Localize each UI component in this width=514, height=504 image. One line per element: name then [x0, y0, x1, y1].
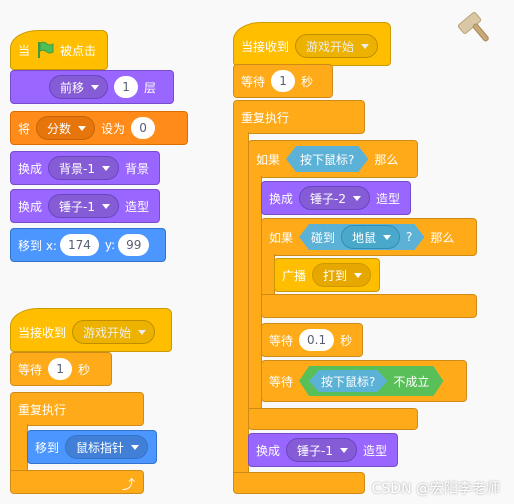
broadcast-dropdown[interactable]: 打到: [312, 263, 372, 287]
wait2-label: 等待: [269, 333, 294, 348]
when-receive-block-2[interactable]: 当接收到 游戏开始: [10, 308, 172, 352]
go-to-label-2: 移到: [35, 440, 60, 455]
switch-backdrop-block[interactable]: 换成 背景-1 背景: [10, 151, 160, 185]
if-label-1: 如果: [256, 152, 281, 167]
layer-label: 层: [144, 80, 157, 95]
set-variable-block[interactable]: 将 分数 设为 0: [10, 111, 188, 145]
y-input[interactable]: 99: [118, 234, 150, 256]
switch-costume-1-block[interactable]: 换成 锤子-1 造型: [248, 433, 398, 467]
then-label-1: 那么: [374, 152, 399, 167]
switch-backdrop-label: 换成: [18, 161, 43, 176]
message-dropdown-2[interactable]: 游戏开始: [72, 320, 156, 344]
forever-block-2[interactable]: 重复执行: [10, 392, 144, 426]
sec-label-3: 秒: [301, 74, 314, 89]
forever-label-3: 重复执行: [241, 110, 290, 125]
when-flag-clicked-block[interactable]: 当 被点击: [10, 30, 108, 70]
y-label: y:: [104, 238, 116, 252]
watermark: CSDN @宏阳李老师: [371, 481, 500, 497]
mouse-down-condition[interactable]: 按下鼠标?: [286, 146, 368, 172]
green-flag-icon: [38, 41, 54, 58]
set-label: 将: [18, 121, 31, 136]
go-to-target-block[interactable]: 移到 鼠标指针: [27, 430, 157, 464]
switch2-label: 换成: [256, 443, 281, 458]
sec-label-2: 秒: [78, 362, 91, 377]
clicked-label: 被点击: [60, 43, 97, 58]
if-label-2: 如果: [269, 230, 294, 245]
costume2-dropdown[interactable]: 锤子-2: [299, 186, 370, 210]
wait-input-3[interactable]: 1: [271, 70, 296, 92]
if-block-2[interactable]: 如果 碰到 地鼠 ? 那么: [261, 218, 477, 256]
wait-until-label: 等待: [269, 374, 294, 389]
when-receive-block-3[interactable]: 当接收到 游戏开始: [233, 22, 391, 66]
wait-until-block[interactable]: 等待 按下鼠标? 不成立: [261, 360, 467, 402]
if-bottom-2: [261, 294, 477, 318]
go-forward-layer-block[interactable]: 前移 1 层: [10, 70, 174, 104]
backdrop-dropdown[interactable]: 背景-1: [48, 156, 119, 180]
when-label: 当: [18, 43, 31, 58]
touching-condition[interactable]: 碰到 地鼠 ?: [299, 224, 424, 250]
hammer-icon[interactable]: [456, 6, 496, 46]
broadcast-label: 广播: [282, 268, 307, 283]
costume-suffix-3: 造型: [375, 191, 400, 206]
wait2-input[interactable]: 0.1: [299, 329, 335, 351]
touch-target-dropdown[interactable]: 地鼠: [341, 225, 400, 249]
set-value-input[interactable]: 0: [131, 117, 156, 139]
forever-arm-2: [10, 424, 28, 474]
then-label-2: 那么: [430, 230, 455, 245]
costume1-dropdown[interactable]: 锤子-1: [286, 438, 357, 462]
message-dropdown-3[interactable]: 游戏开始: [295, 34, 379, 58]
switch-costume-2-block[interactable]: 换成 锤子-2 造型: [261, 181, 411, 215]
forever-bottom-2: ⤴: [10, 470, 144, 494]
wait-block-2[interactable]: 等待 1 秒: [10, 352, 112, 386]
switch-costume-label: 换成: [18, 199, 43, 214]
costume-suffix: 造型: [124, 199, 149, 214]
go-to-xy-block[interactable]: 移到 x: 174 y: 99: [10, 228, 166, 262]
if-arm-1: [248, 176, 262, 426]
receive-label-3: 当接收到: [241, 39, 290, 54]
x-input[interactable]: 174: [59, 234, 99, 256]
if-block-1[interactable]: 如果 按下鼠标? 那么: [248, 140, 418, 178]
backdrop-suffix: 背景: [124, 161, 149, 176]
wait-label-3: 等待: [241, 74, 266, 89]
switch-label-3: 换成: [269, 191, 294, 206]
wait-label-2: 等待: [18, 362, 43, 377]
not-label: 不成立: [393, 374, 430, 389]
set-to-label: 设为: [101, 121, 126, 136]
not-operator[interactable]: 按下鼠标? 不成立: [299, 366, 443, 396]
loop-arrow-icon: ⤴: [121, 478, 135, 493]
go-to-x-label: 移到 x:: [18, 238, 57, 253]
switch-costume-block[interactable]: 换成 锤子-1 造型: [10, 189, 160, 223]
forever-arm-3: [233, 132, 249, 474]
forever-bottom-3: [233, 472, 365, 494]
mouse-down-condition-2[interactable]: 按下鼠标?: [309, 370, 387, 392]
if-bottom-1: [248, 408, 418, 430]
layer-count-input[interactable]: 1: [114, 76, 139, 98]
go-to-target-dropdown[interactable]: 鼠标指针: [65, 435, 149, 459]
receive-label-2: 当接收到: [18, 325, 67, 340]
wait-block-3[interactable]: 等待 1 秒: [233, 64, 333, 98]
layer-direction-dropdown[interactable]: 前移: [49, 75, 109, 99]
wait-block-4[interactable]: 等待 0.1 秒: [261, 323, 363, 357]
touching-label: 碰到: [311, 230, 336, 245]
variable-dropdown[interactable]: 分数: [36, 116, 96, 140]
forever-label-2: 重复执行: [18, 402, 67, 417]
forever-block-3[interactable]: 重复执行: [233, 100, 365, 134]
sec2-label: 秒: [340, 333, 353, 348]
costume-suffix-4: 造型: [362, 443, 387, 458]
costume-dropdown[interactable]: 锤子-1: [48, 194, 119, 218]
touch-question: ?: [406, 230, 413, 244]
wait-input-2[interactable]: 1: [48, 358, 73, 380]
broadcast-block[interactable]: 广播 打到: [274, 258, 380, 292]
